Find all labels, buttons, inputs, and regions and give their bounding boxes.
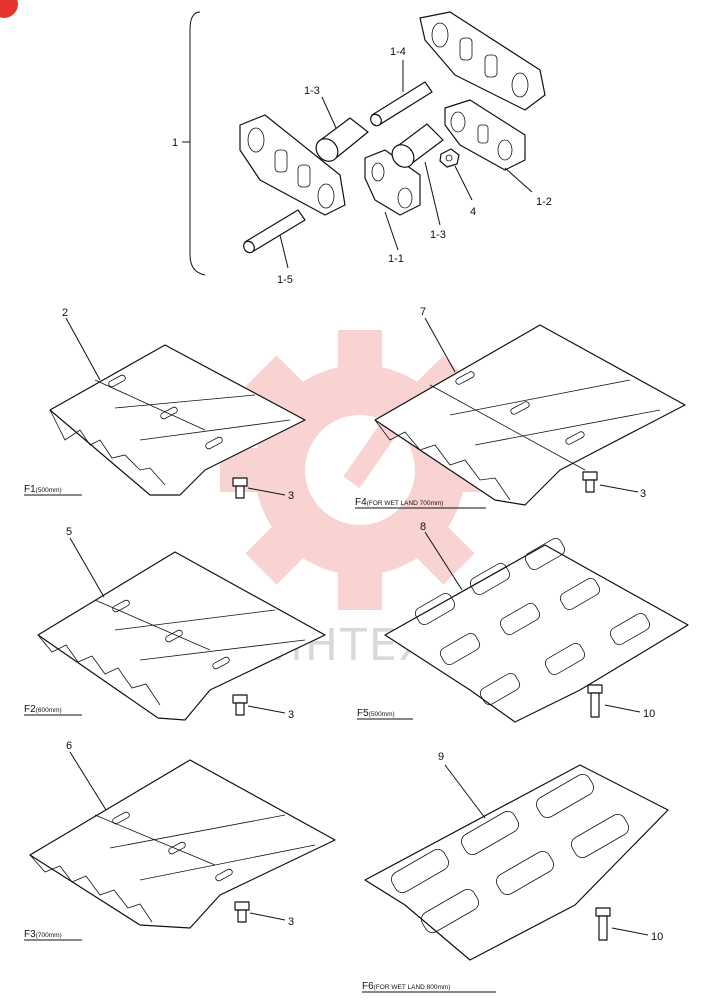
shoe-f4 — [374, 317, 686, 506]
shoe-f6 — [364, 764, 669, 961]
bolt-3-f4 — [582, 471, 598, 493]
caption-f2: F2(600mm) — [24, 704, 82, 716]
bolt-10-f6 — [595, 907, 611, 941]
label-1-3-top: 1-3 — [304, 85, 320, 97]
track-link-assembly — [182, 11, 546, 276]
shoe-f3 — [29, 751, 336, 929]
label-3-f2: 3 — [288, 709, 294, 721]
link-1-2-lower — [444, 99, 526, 171]
caption-f3: F3(700mm) — [24, 929, 82, 941]
bolt-3-f1 — [232, 477, 248, 499]
caption-f4: F4(FOR WET LAND 700mm) — [355, 497, 486, 509]
bushing-1-3-right — [391, 123, 444, 168]
label-2: 2 — [62, 307, 68, 319]
shoe-f5 — [384, 531, 689, 723]
label-1-2: 1-2 — [536, 196, 552, 208]
caption-f6: F6(FOR WET LAND 800mm) — [362, 981, 496, 993]
label-5: 5 — [66, 526, 72, 538]
svg-text:F4(FOR WET LAND 700mm): F4(FOR WET LAND 700mm) — [355, 497, 443, 508]
bolt-10-f5 — [587, 684, 603, 718]
label-8: 8 — [420, 521, 426, 533]
link-1-1-left — [239, 114, 346, 216]
pin-1-5 — [243, 209, 306, 254]
label-4: 4 — [470, 206, 476, 218]
shoe-f1 — [49, 317, 306, 499]
svg-text:F3(700mm): F3(700mm) — [24, 929, 62, 940]
caption-f5: F5(500mm) — [357, 708, 413, 720]
bolt-3-f2 — [232, 694, 248, 716]
label-3-f3: 3 — [288, 916, 294, 928]
svg-text:F2(600mm): F2(600mm) — [24, 704, 62, 715]
label-6: 6 — [66, 740, 72, 752]
shoe-f2 — [37, 537, 326, 721]
label-1-1: 1-1 — [388, 253, 404, 265]
caption-f1: F1(500mm) — [24, 484, 82, 496]
label-1: 1 — [172, 137, 178, 149]
label-7: 7 — [420, 306, 426, 318]
label-3-f1: 3 — [288, 490, 294, 502]
corner-badge-icon — [0, 0, 18, 18]
label-1-5: 1-5 — [277, 274, 293, 286]
label-9: 9 — [438, 751, 444, 763]
svg-text:F6(FOR WET LAND 800mm): F6(FOR WET LAND 800mm) — [362, 981, 450, 992]
label-10-f5: 10 — [643, 708, 655, 720]
bolt-3-f3 — [234, 901, 250, 923]
svg-text:F5(500mm): F5(500mm) — [357, 708, 395, 719]
label-10-f6: 10 — [651, 931, 663, 943]
pin-1-4 — [370, 81, 433, 127]
label-1-3-bottom: 1-3 — [430, 229, 446, 241]
svg-text:F1(500mm): F1(500mm) — [24, 484, 62, 495]
link-1-2 — [419, 11, 546, 111]
nut-4 — [439, 148, 460, 168]
label-1-4: 1-4 — [390, 46, 406, 58]
bushing-1-3-left — [315, 117, 369, 162]
label-3-f4: 3 — [640, 488, 646, 500]
